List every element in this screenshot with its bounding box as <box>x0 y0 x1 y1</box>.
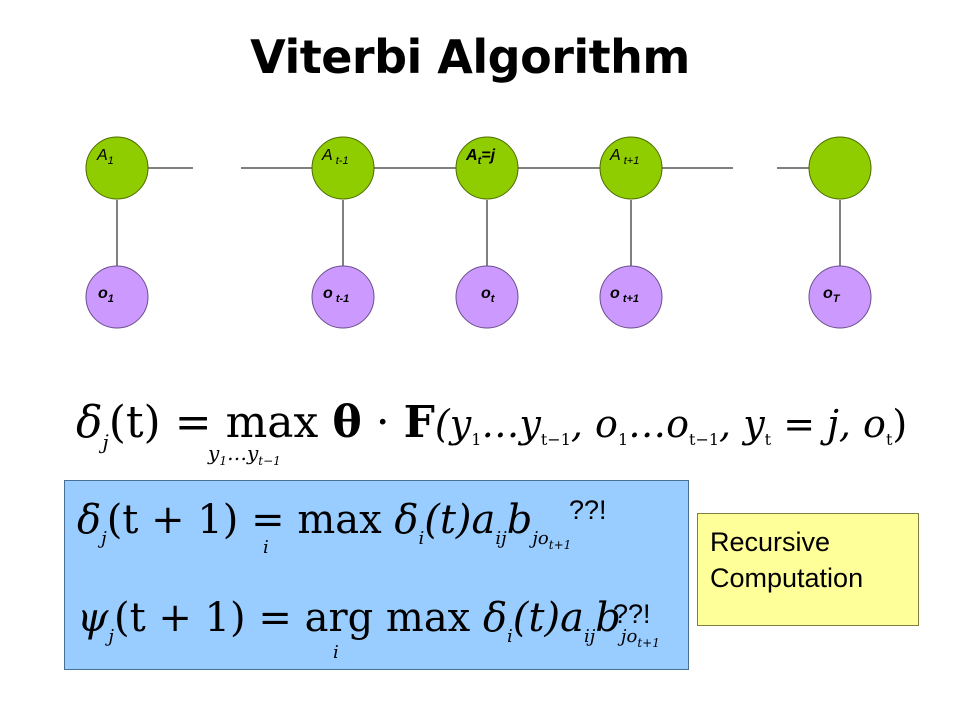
recursion-equations: δj(t + 1) = max δi(t)aijbjot+1 i ψj(t + … <box>77 497 660 663</box>
psi-recursion-equation: ψj(t + 1) = arg max δi(t)aijbjot+1 i <box>77 595 660 663</box>
slide-title: Viterbi Algorithm <box>250 30 690 84</box>
label-at-1: A t-1 <box>321 147 349 167</box>
recursion-box: δj(t + 1) = max δi(t)aijbjot+1 i ψj(t + … <box>64 480 689 670</box>
label-o1: o1 <box>98 285 114 305</box>
obs-node-ot+1 <box>599 265 663 329</box>
recursive-computation-note: Recursive Computation <box>697 513 919 626</box>
obs-node-ot-1 <box>311 265 375 329</box>
label-a1: A1 <box>96 147 114 167</box>
delta-recursion-equation: δj(t + 1) = max δi(t)aijbjot+1 i <box>77 497 571 558</box>
obs-node-ot <box>455 265 519 329</box>
svg-text:i: i <box>263 537 269 558</box>
svg-text:δj(t) = max θ · F(y1…yt−1, o1…: δj(t) = max θ · F(y1…yt−1, o1…ot−1, yt =… <box>76 397 907 454</box>
hmm-diagram: A1 A t-1 At=j A t+1 o1 o t-1 ot o t+1 oT… <box>76 136 907 468</box>
obs-node-oT <box>808 265 872 329</box>
label-ot-1: o t-1 <box>323 285 349 305</box>
question-mark-2: ??! <box>613 599 651 629</box>
note-line-1: Recursive <box>710 527 831 557</box>
state-node-at <box>455 136 519 200</box>
state-node-at+1 <box>599 136 663 200</box>
label-ot+1: o t+1 <box>610 285 639 305</box>
svg-text:δj(t + 1) = max δi(t)aijbjot+1: δj(t + 1) = max δi(t)aijbjot+1 <box>77 497 571 552</box>
state-node-aT <box>808 136 872 200</box>
state-node-at-1 <box>311 136 375 200</box>
obs-node-o1 <box>85 265 149 329</box>
state-node-a1 <box>85 136 149 200</box>
label-at-j: At=j <box>465 147 496 167</box>
delta-definition-equation: δj(t) = max θ · F(y1…yt−1, o1…ot−1, yt =… <box>76 397 907 468</box>
svg-text:y1…yt−1: y1…yt−1 <box>207 441 281 468</box>
label-ot: ot <box>481 285 496 305</box>
label-oT: oT <box>823 285 841 305</box>
svg-text:ψj(t + 1) = arg max δi(t)aijbj: ψj(t + 1) = arg max δi(t)aijbjot+1 <box>77 595 660 650</box>
label-at+1: A t+1 <box>609 147 639 167</box>
note-line-2: Computation <box>710 563 864 593</box>
svg-text:i: i <box>333 642 339 663</box>
question-mark-1: ??! <box>569 495 607 525</box>
